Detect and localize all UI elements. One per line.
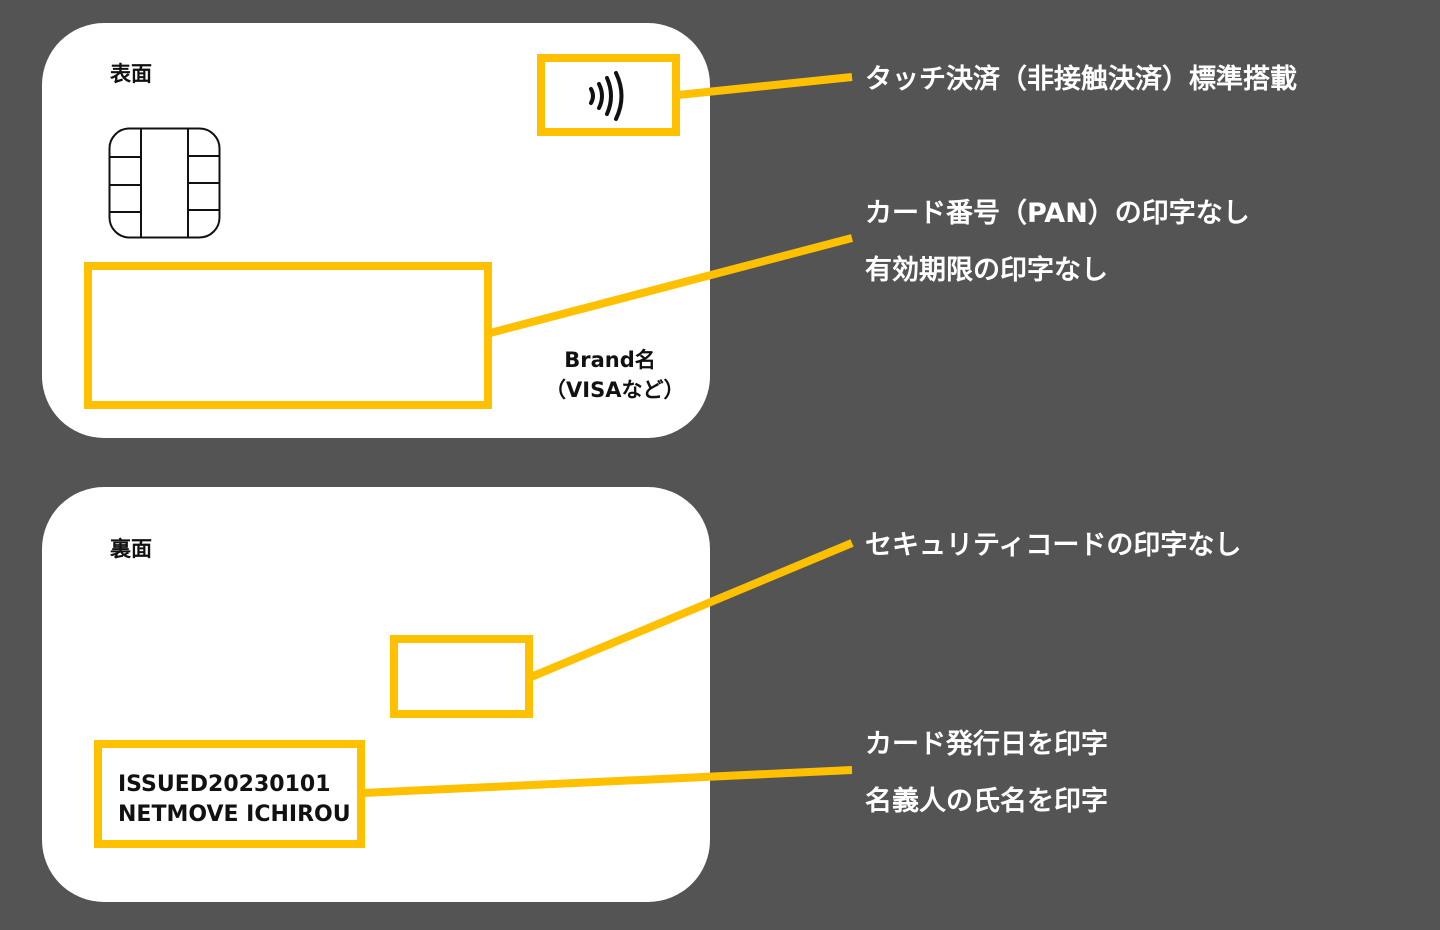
connector-cvv	[529, 539, 854, 681]
card-back	[42, 487, 710, 902]
back-label: 裏面	[110, 537, 152, 561]
connector-name	[362, 766, 853, 797]
connector-pan	[488, 234, 854, 337]
ic-chip-icon	[108, 127, 221, 239]
brand-line-2: （VISAなど）	[545, 378, 685, 402]
holder-name-text: NETMOVE ICHIROU	[118, 802, 351, 827]
connector-contactless	[677, 73, 853, 99]
label-expiry: 有効期限の印字なし	[865, 255, 1108, 286]
issued-date-text: ISSUED20230101	[118, 772, 331, 797]
card-front	[42, 23, 710, 438]
pan-highlight	[84, 262, 492, 409]
contactless-icon	[589, 71, 624, 121]
cvv-highlight	[390, 635, 533, 718]
label-cvv: セキュリティコードの印字なし	[865, 530, 1242, 561]
label-contactless: タッチ決済（非接触決済）標準搭載	[865, 64, 1297, 95]
label-holder: 名義人の氏名を印字	[865, 786, 1108, 817]
brand-name: Brand名 （VISAなど）	[545, 345, 685, 405]
name-highlight: ISSUED20230101 NETMOVE ICHIROU	[94, 740, 365, 848]
label-issue-date: カード発行日を印字	[865, 729, 1108, 760]
brand-line-1: Brand名	[564, 348, 656, 372]
contactless-highlight	[537, 54, 680, 136]
front-label: 表面	[110, 62, 152, 86]
label-pan: カード番号（PAN）の印字なし	[865, 198, 1250, 229]
